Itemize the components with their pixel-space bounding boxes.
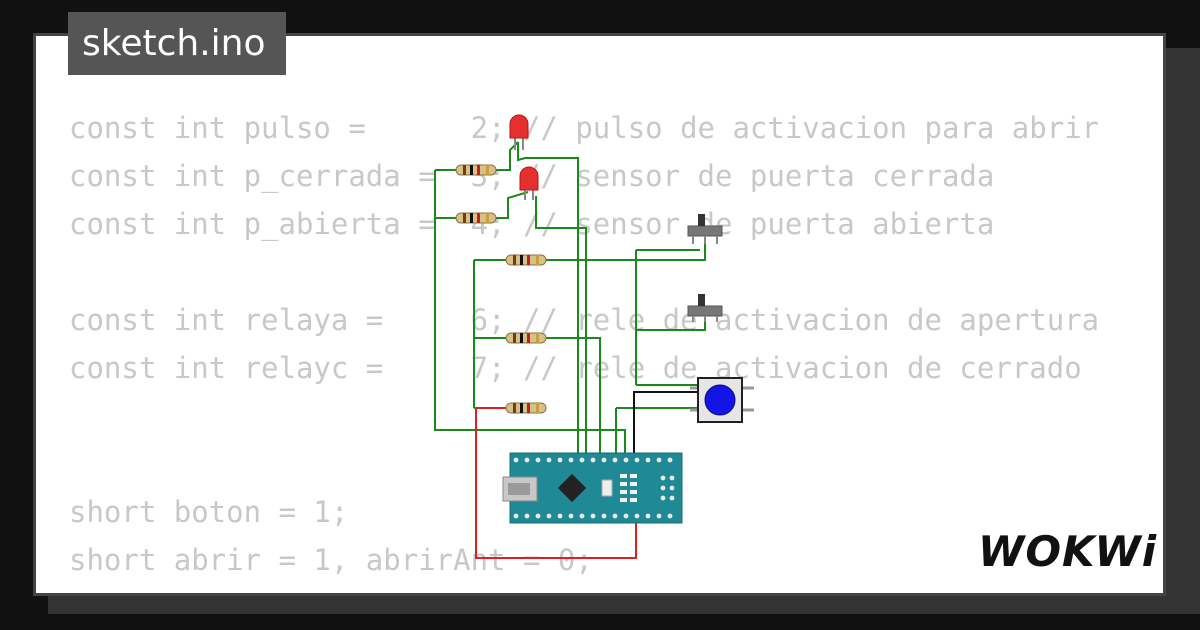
code-line: short boton = 1;	[69, 495, 349, 529]
code-preview: const int pulso = 2; // pulso de activac…	[69, 104, 1131, 593]
resistor	[455, 164, 497, 176]
wokwi-logo: WOKWi	[978, 527, 1158, 576]
pin-header-top	[513, 457, 673, 463]
slide-switch	[687, 294, 723, 322]
code-line: const int relaya = 6; // rele de activac…	[69, 303, 1100, 337]
code-line: short flag = 0;	[69, 584, 1131, 593]
led-red	[509, 114, 529, 150]
green-wires	[434, 141, 706, 458]
black-wire	[633, 391, 700, 458]
resistor	[505, 254, 547, 266]
pin-header-bottom	[513, 513, 673, 519]
reset-button	[601, 479, 613, 497]
file-title: sketch.ino	[68, 12, 286, 75]
arduino-nano-board	[502, 452, 683, 524]
code-line: const int p_abierta = 4; // sensor de pu…	[69, 207, 995, 241]
red-wire	[475, 407, 637, 559]
slide-switch	[687, 214, 723, 244]
resistor	[505, 402, 547, 414]
code-line: const int relayc = 7; // rele de activac…	[69, 351, 1082, 385]
code-line: const int pulso = 2; // pulso de activac…	[69, 111, 1100, 145]
icsp-header	[660, 475, 675, 501]
led-red	[519, 166, 539, 200]
push-button	[690, 377, 754, 423]
code-line: short abrir = 1, abrirAnt = 0;	[69, 543, 593, 577]
resistor	[455, 212, 497, 224]
code-line: const int p_cerrada = 3; // sensor de pu…	[69, 159, 995, 193]
project-card: const int pulso = 2; // pulso de activac…	[33, 33, 1166, 596]
microcontroller-chip	[557, 473, 587, 503]
resistor	[505, 332, 547, 344]
